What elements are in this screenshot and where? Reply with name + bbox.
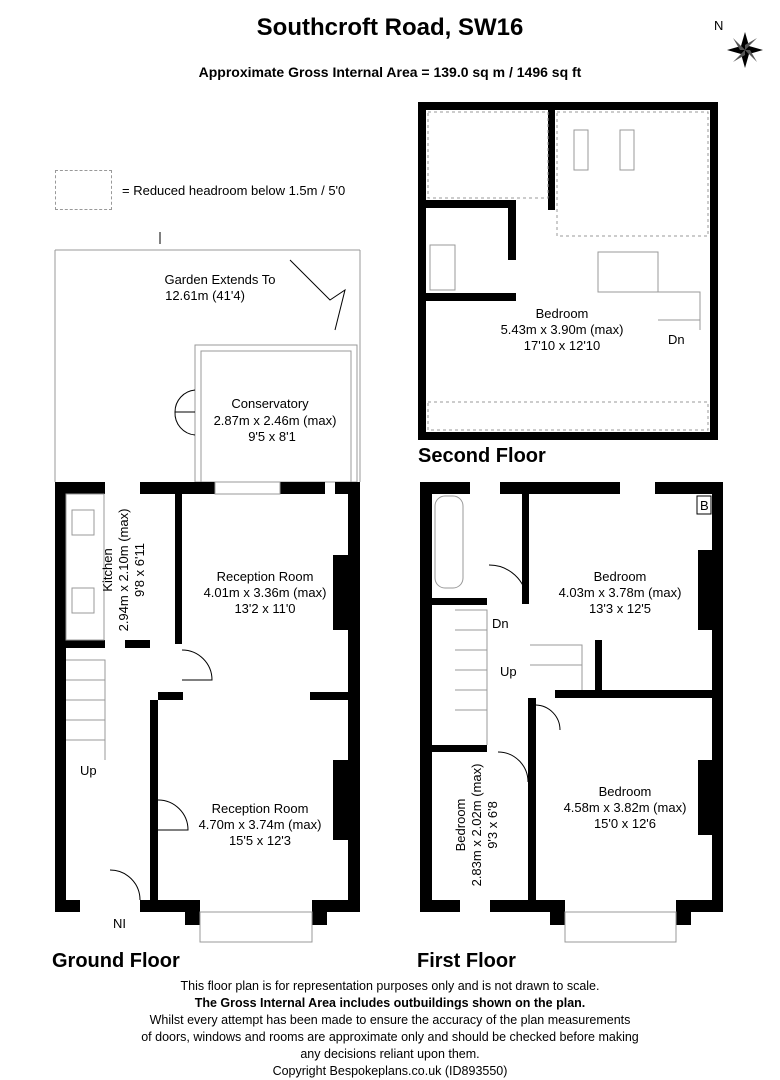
reduced-headroom-swatch [55,170,112,210]
sf-bedroom-name: Bedroom [536,306,589,321]
ff-bedroom2-name: Bedroom [599,784,652,799]
conservatory-name: Conservatory [231,396,309,411]
ff-bedroom1-imperial: 13'3 x 12'5 [589,601,651,616]
conservatory-metric: 2.87m x 2.46m (max) [214,413,337,428]
reception1-imperial: 13'2 x 11'0 [234,601,295,616]
entrance-label: NI [113,916,126,931]
reception2-metric: 4.70m x 3.74m (max) [199,817,322,832]
legend-text: = Reduced headroom below 1.5m / 5'0 [122,182,346,198]
disclaimer-line: any decisions reliant upon them. [300,1047,480,1061]
reception1-name: Reception Room [217,569,314,584]
ff-bedroom3-name: Bedroom [453,799,468,852]
kitchen-imperial: 9'8 x 6'11 [132,543,147,597]
ff-bedroom2-imperial: 15'0 x 12'6 [594,816,656,831]
ground-floor-walls [55,482,360,925]
ground-floor-label: Ground Floor [52,950,180,972]
ff-bedroom1-name: Bedroom [594,569,647,584]
disclaimer-line: Whilst every attempt has been made to en… [149,1013,631,1027]
first-floor-fixtures [434,495,677,943]
first-floor-walls [420,482,723,925]
legend: = Reduced headroom below 1.5m / 5'0 [55,170,345,210]
reception2-imperial: 15'5 x 12'3 [229,833,291,848]
ground-floor-fixtures [65,481,313,943]
ff-stairs-up: Up [500,664,517,679]
second-floor-walls [418,102,718,440]
kitchen-metric: 2.94m x 2.10m (max) [116,509,131,632]
reception1-metric: 4.01m x 3.36m (max) [204,585,327,600]
ground-stairs-up: Up [80,763,97,778]
kitchen-name: Kitchen [100,548,115,591]
ff-bedroom3-metric: 2.83m x 2.02m (max) [469,764,484,887]
ff-bedroom3-imperial: 9'3 x 6'8 [485,801,500,849]
reception2-name: Reception Room [212,801,309,816]
ff-stairs-dn: Dn [492,616,509,631]
disclaimer: This floor plan is for representation pu… [0,978,780,1080]
sf-bedroom-imperial: 17'10 x 12'10 [524,338,601,353]
page-title: Southcroft Road, SW16 [256,14,524,41]
ff-bedroom1-metric: 4.03m x 3.78m (max) [559,585,682,600]
garden-dims: 12.61m (41'4) [165,288,245,303]
ff-bedroom2-metric: 4.58m x 3.82m (max) [564,800,687,815]
sf-stairs-dn: Dn [668,332,685,347]
second-floor-fixtures [427,111,709,431]
copyright: Copyright Bespokeplans.co.uk (ID893550) [272,1064,508,1078]
conservatory-imperial: 9'5 x 8'1 [248,429,296,444]
compass-label: N [714,18,723,33]
second-floor-label: Second Floor [418,445,546,467]
disclaimer-line: The Gross Internal Area includes outbuil… [194,996,586,1010]
disclaimer-line: This floor plan is for representation pu… [180,979,600,993]
garden-label: Garden Extends To [164,272,275,287]
gross-area: Approximate Gross Internal Area = 139.0 … [198,64,582,80]
disclaimer-line: of doors, windows and rooms are approxim… [141,1030,639,1044]
boiler-label: B [700,498,709,513]
boiler [696,495,712,515]
sf-bedroom-metric: 5.43m x 3.90m (max) [501,322,624,337]
garden [54,232,361,482]
compass-icon [727,32,763,68]
first-floor-label: First Floor [417,950,516,972]
